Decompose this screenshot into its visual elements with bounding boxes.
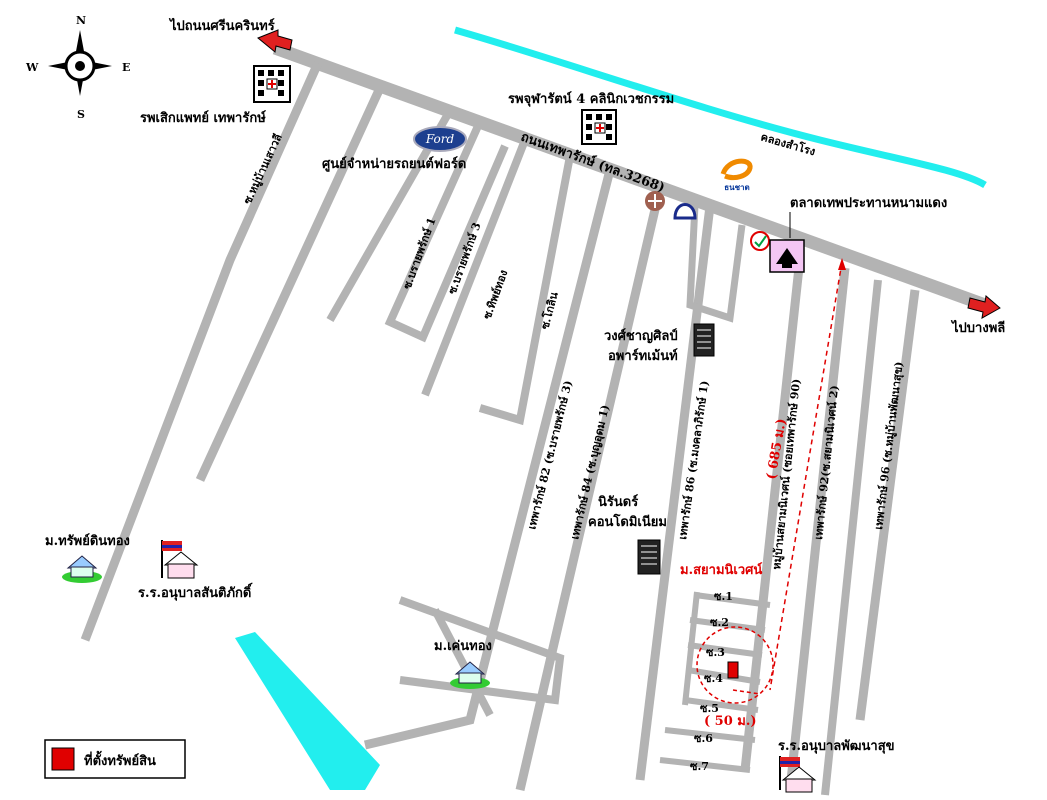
road-kenthong-2 <box>431 608 494 717</box>
road-siam-sub-4 <box>687 667 761 685</box>
to-srinakarin-label: ไปถนนศรีนครินทร์ <box>168 17 275 34</box>
ford-label: ศูนย์จำหน่ายรถยนต์ฟอร์ด <box>322 156 466 172</box>
road-thiphya <box>421 138 529 397</box>
nirun-label: นิรันดร์ <box>598 494 638 510</box>
soi-label-2: ซ.2 <box>710 616 729 629</box>
road-siam-sub-5 <box>684 697 759 713</box>
soi-label-4: ซ.4 <box>704 672 723 685</box>
soi-1-label: ซ.บรายพรักษ์ 1 <box>401 216 439 291</box>
to-bangphli-label: ไปบางพลี <box>950 319 1005 336</box>
distance-line-short <box>732 689 761 695</box>
distance-short-label: ( 50 ม.) <box>704 714 757 729</box>
road-soi-82 <box>363 168 615 750</box>
legend: ที่ตั้งทรัพย์สิน <box>44 739 186 779</box>
road-soi-92 <box>785 267 850 791</box>
soi-label-5: ซ.5 <box>700 702 719 715</box>
soi-label-7: ซ.7 <box>690 760 709 773</box>
road-network <box>80 41 988 796</box>
condo-icon <box>637 539 661 575</box>
thanachart-logo-icon: ธนชาต <box>720 158 753 192</box>
compass-w: W <box>25 61 39 74</box>
mooban-subdin-label: ม.ทรัพย์ดินทอง <box>45 533 130 549</box>
kasikorn-logo-icon <box>750 231 770 251</box>
road-siam-sub-6 <box>664 727 756 743</box>
hospital-2-label: รพจุฬารัตน์ 4 คลินิกเวชกรรม <box>508 91 674 107</box>
distance-line-long <box>769 261 843 691</box>
road-soi-86 <box>635 205 715 781</box>
hospital-1-label: รพเสิกแพทย์ เทพารักษ์ <box>140 110 266 126</box>
compass-icon <box>48 30 112 96</box>
thanachart-text: ธนชาต <box>724 183 749 192</box>
shop-logo-icon <box>645 191 665 211</box>
main-road <box>272 41 988 312</box>
road-soi-1 <box>384 124 509 343</box>
house-icon <box>62 555 102 583</box>
canal-water <box>454 26 987 189</box>
school-1-label: ร.ร.อนุบาลสันติภักดิ์ <box>138 582 253 601</box>
school-2-label: ร.ร.อนุบาลพัฒนาสุข <box>778 739 895 754</box>
soi-label-3: ซ.3 <box>706 646 725 659</box>
wongchai-label-2: อพาร์ทเม้นท์ <box>608 348 678 364</box>
apartment-icon <box>693 323 715 357</box>
road-loop <box>686 204 746 323</box>
soi-label-6: ซ.6 <box>694 732 713 745</box>
nirun-label-2: คอนโดมิเนียม <box>588 513 667 530</box>
soi-92-label: เทพารักษ์ 92(ซ.สยามนิเวศน์ 2) <box>812 385 841 541</box>
market-label: ตลาดเทพประทานหนามแดง <box>790 196 947 211</box>
road-siam-spine <box>682 591 700 706</box>
road-siam-sub-3 <box>687 642 763 658</box>
compass-s: S <box>77 108 85 121</box>
property-marker <box>727 661 739 679</box>
compass-e: E <box>122 61 130 74</box>
bank-logo-icon <box>673 203 697 220</box>
road-soi-92b <box>821 279 882 796</box>
distance-arrowhead-top <box>838 258 846 270</box>
market-icon <box>769 239 805 273</box>
lake-water <box>235 632 380 790</box>
school-icon-2 <box>779 756 817 793</box>
hospital-icon <box>253 65 291 103</box>
mooban-kenthong-label: ม.เค่นทอง <box>434 639 492 654</box>
soi-thiphya-label: ซ.ทิพย์ทอง <box>481 268 511 321</box>
road-boonlin <box>478 155 574 426</box>
house-icon-2 <box>450 661 490 689</box>
clinic-icon <box>581 109 617 145</box>
road-siam-sub <box>694 592 771 608</box>
arrow-left-icon <box>257 29 293 53</box>
road-soi-90 <box>740 257 805 771</box>
legend-label: ที่ตั้งทรัพย์สิน <box>84 750 156 769</box>
legend-swatch <box>51 747 75 771</box>
soi-label-1: ซ.1 <box>714 590 733 603</box>
road-siam-sub-7 <box>659 757 751 773</box>
ford-logo-text: Ford <box>425 132 455 146</box>
arrow-right-icon <box>967 295 1001 319</box>
compass-n: N <box>76 14 86 27</box>
road-2 <box>195 86 385 482</box>
mooban-siam-label: ม.สยามนิเวศน์ <box>680 562 762 578</box>
road-soi-84 <box>515 186 665 792</box>
ford-logo-icon: Ford <box>413 126 467 152</box>
road-soi-96 <box>855 289 920 721</box>
property-radius-circle <box>696 626 774 704</box>
wongchai-label: วงศ์ชาญศิลป์ <box>604 328 678 344</box>
road-soi-mooban <box>80 61 323 642</box>
school-icon <box>161 540 199 579</box>
road-siam-sub-2 <box>689 617 766 633</box>
